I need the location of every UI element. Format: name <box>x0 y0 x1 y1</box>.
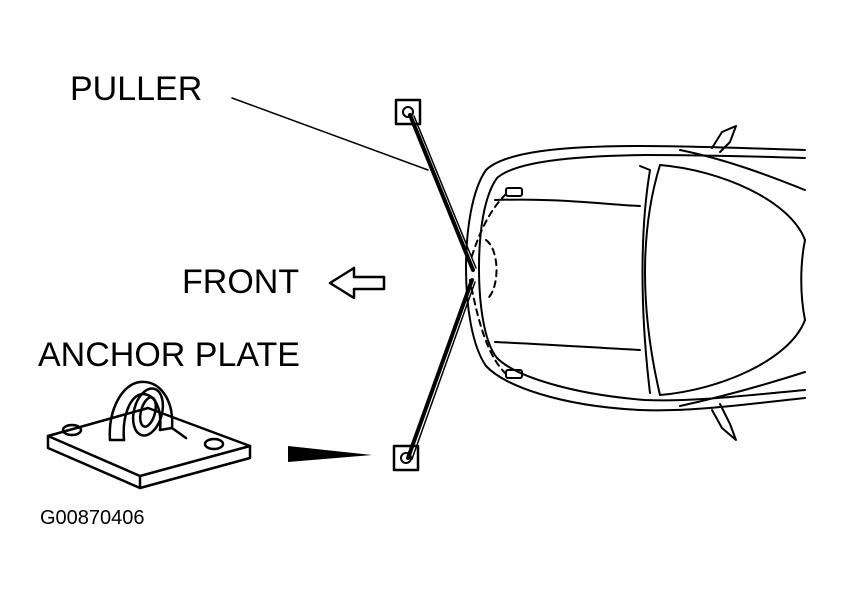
tow-hook-lower <box>505 369 523 379</box>
puller-chains <box>406 113 477 460</box>
anchor-pointer-icon <box>288 446 372 462</box>
anchor-plate-label: ANCHOR PLATE <box>38 336 300 374</box>
puller-fitting-top <box>394 98 422 126</box>
vehicle-front <box>465 125 806 441</box>
puller-label: PULLER <box>70 70 203 108</box>
puller-leader-line <box>231 97 429 171</box>
puller-fitting-bottom <box>392 444 420 472</box>
hood <box>644 164 806 396</box>
anchor-plate-illustration <box>46 380 252 490</box>
mirror-top <box>711 125 737 153</box>
front-label: FRONT <box>182 263 300 301</box>
front-direction-arrow-icon <box>328 266 386 300</box>
tow-hook-upper <box>505 187 523 197</box>
mirror-bottom <box>711 403 737 441</box>
figure-code: G00870406 <box>40 507 145 529</box>
